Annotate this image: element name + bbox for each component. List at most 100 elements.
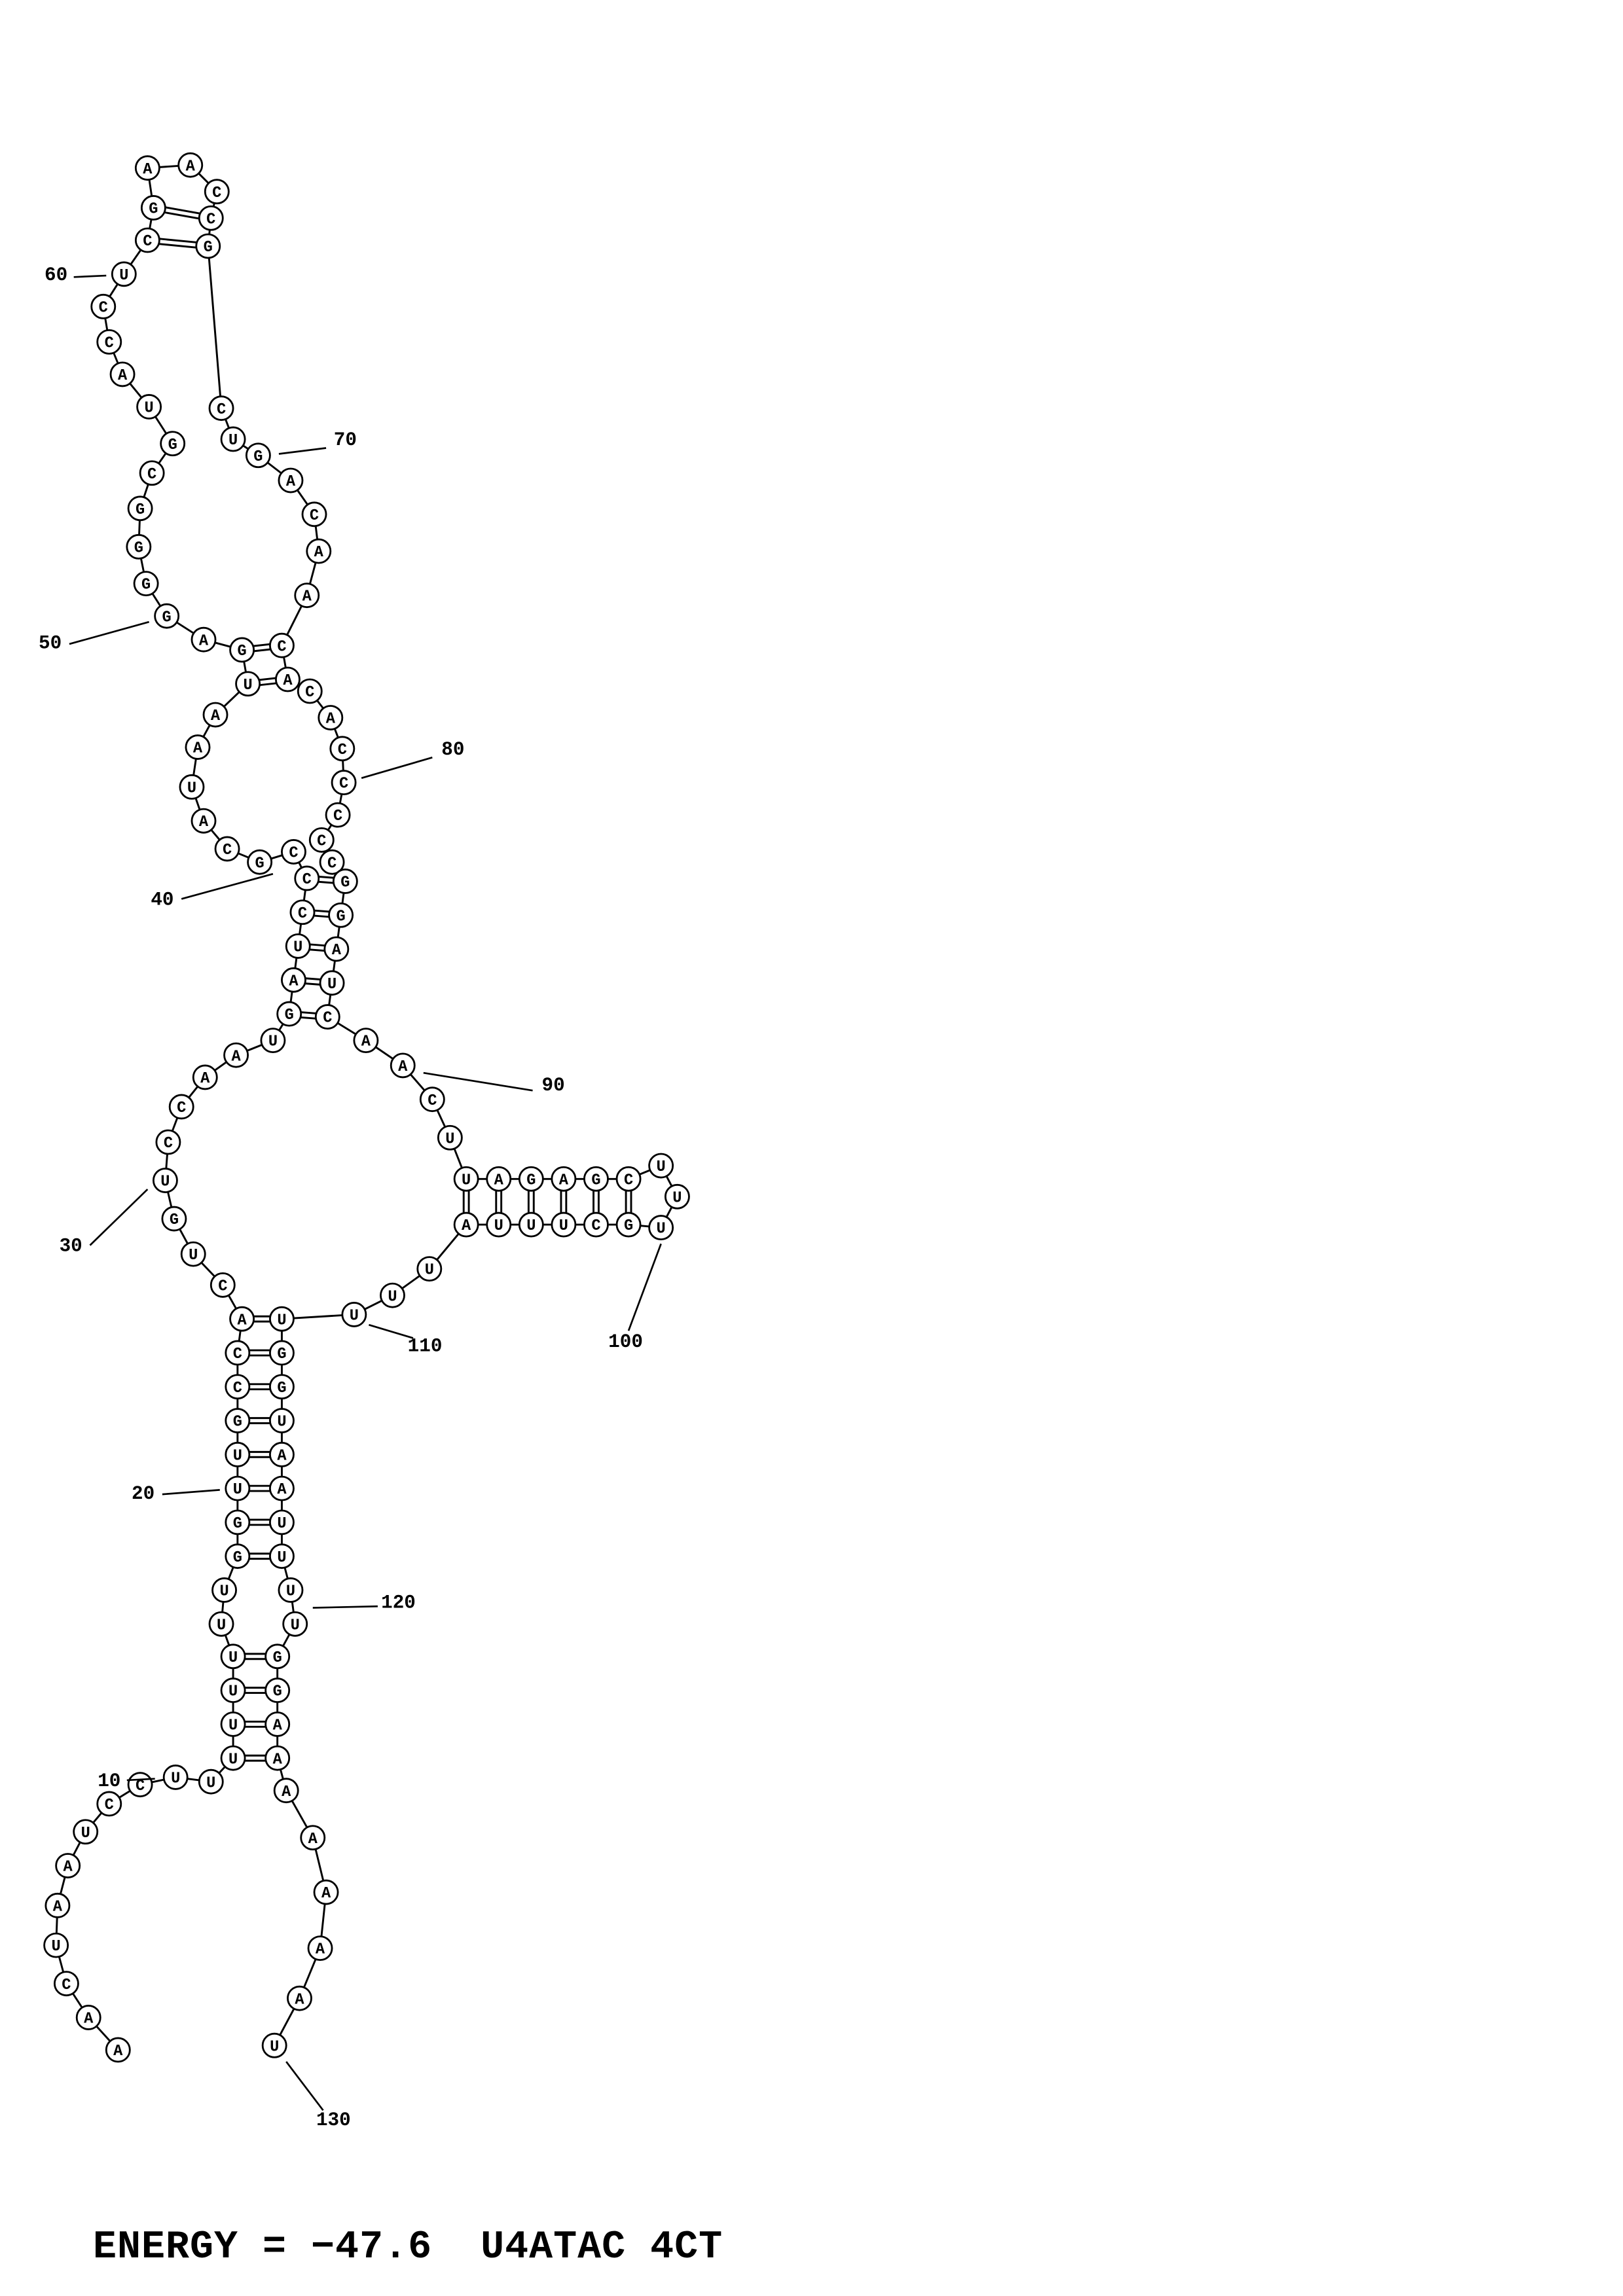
nucleotide-base: A <box>316 1941 325 1959</box>
nucleotide-circle <box>140 195 166 221</box>
position-label: 100 <box>608 1331 643 1353</box>
nucleotide-circle <box>341 1302 367 1327</box>
nucleotide-base: A <box>314 544 324 562</box>
label-leader-line <box>126 1778 155 1782</box>
label-leader-line <box>285 2061 324 2111</box>
nucleotide-base: U <box>228 1751 238 1768</box>
nucleotide-base: G <box>624 1217 633 1235</box>
nucleotide-base: A <box>286 473 296 491</box>
nucleotide-circle <box>225 1509 251 1535</box>
nucleotide-base: U <box>462 1172 471 1189</box>
nucleotide-base: C <box>217 401 226 419</box>
nucleotide-circle <box>518 1166 544 1192</box>
nucleotide-base: U <box>206 1774 215 1792</box>
nucleotide-circle <box>453 1166 479 1192</box>
nucleotide-base: U <box>388 1288 397 1306</box>
nucleotide-base: C <box>62 1977 71 1994</box>
nucleotide-base: G <box>233 1515 242 1533</box>
nucleotide-base: U <box>228 1649 238 1667</box>
nucleotide-circle <box>308 827 335 853</box>
nucleotide-base: C <box>317 833 326 851</box>
position-label: 10 <box>98 1770 120 1792</box>
nucleotide-base: U <box>233 1481 242 1499</box>
nucleotide-circle <box>152 1168 178 1193</box>
nucleotide-base: G <box>149 201 158 219</box>
nucleotide-base: U <box>293 939 302 957</box>
label-leader-line <box>361 757 433 780</box>
nucleotide-circle <box>269 1509 295 1535</box>
nucleotide-base: U <box>217 1617 226 1634</box>
nucleotide-circle <box>204 179 230 205</box>
nucleotide-base: U <box>526 1217 536 1235</box>
nucleotide-circle <box>278 467 304 493</box>
nucleotide-base: A <box>200 1070 210 1088</box>
nucleotide-circle <box>583 1211 609 1238</box>
nucleotide-circle <box>664 1183 690 1210</box>
nucleotide-base: G <box>162 609 172 626</box>
nucleotide-circle <box>301 501 327 528</box>
nucleotide-base: C <box>143 233 152 251</box>
nucleotide-circle <box>313 1879 339 1905</box>
nucleotide-circle <box>134 227 160 253</box>
nucleotide-circle <box>191 808 217 834</box>
nucleotide-circle <box>225 1441 251 1467</box>
nucleotide-base: A <box>462 1217 471 1235</box>
nucleotide-circle <box>583 1166 609 1192</box>
nucleotide-base: U <box>228 1717 238 1734</box>
nucleotide-base: U <box>350 1308 359 1325</box>
nucleotide-base: A <box>283 672 293 690</box>
nucleotide-circle <box>276 1001 302 1027</box>
nucleotide-circle <box>220 1677 246 1704</box>
nucleotide-circle <box>269 1441 295 1467</box>
nucleotide-circle <box>353 1028 379 1054</box>
nucleotide-base: A <box>398 1058 408 1076</box>
nucleotide-circle <box>220 1745 246 1771</box>
nucleotide-circle <box>615 1166 642 1192</box>
nucleotide-circle <box>43 1932 69 1958</box>
nucleotide-base: C <box>323 1010 332 1028</box>
position-label: 120 <box>381 1592 416 1614</box>
nucleotide-base: G <box>233 1414 242 1431</box>
nucleotide-base: U <box>672 1189 682 1207</box>
nucleotide-circle <box>278 1577 304 1603</box>
nucleotide-base: A <box>559 1172 569 1189</box>
nucleotide-base: G <box>277 1346 286 1363</box>
nucleotide-base: A <box>295 1991 304 2009</box>
nucleotide-base: A <box>308 1831 318 1848</box>
nucleotide-circle <box>220 1711 246 1737</box>
nucleotide-base: A <box>289 973 299 990</box>
nucleotide-base: C <box>624 1172 633 1189</box>
nucleotide-base: C <box>305 684 314 702</box>
nucleotide-base: G <box>336 908 345 925</box>
nucleotide-base: A <box>193 740 203 758</box>
nucleotide-circle <box>105 2037 131 2063</box>
label-leader-line <box>278 447 327 455</box>
nucleotide-circle <box>220 426 246 452</box>
nucleotide-circle <box>198 1768 224 1795</box>
nucleotide-circle <box>486 1211 512 1238</box>
nucleotide-base: U <box>291 1617 300 1634</box>
nucleotide-circle <box>161 1206 187 1232</box>
nucleotide-circle <box>223 1042 249 1068</box>
nucleotide-circle <box>96 1791 122 1817</box>
nucleotide-base: U <box>445 1130 454 1148</box>
nucleotide-circle <box>269 1408 295 1433</box>
nucleotide-circle <box>225 1374 251 1400</box>
nucleotide-base: A <box>273 1717 283 1734</box>
nucleotide-base: C <box>338 742 347 759</box>
nucleotide-circle <box>273 1778 299 1804</box>
label-leader-line <box>312 1605 378 1609</box>
nucleotide-base: C <box>206 211 215 228</box>
nucleotide-base: U <box>270 2038 279 2056</box>
label-leader-line <box>69 620 149 645</box>
nucleotide-circle <box>648 1215 674 1241</box>
nucleotide-circle <box>486 1166 512 1192</box>
nucleotide-circle <box>297 678 323 704</box>
backbone-bond <box>207 245 223 408</box>
nucleotide-circle <box>210 1272 236 1298</box>
nucleotide-circle <box>285 933 311 959</box>
nucleotide-circle <box>75 2005 101 2030</box>
nucleotide-base: A <box>237 1312 247 1329</box>
nucleotide-circle <box>192 1064 218 1090</box>
nucleotide-circle <box>225 1543 251 1570</box>
